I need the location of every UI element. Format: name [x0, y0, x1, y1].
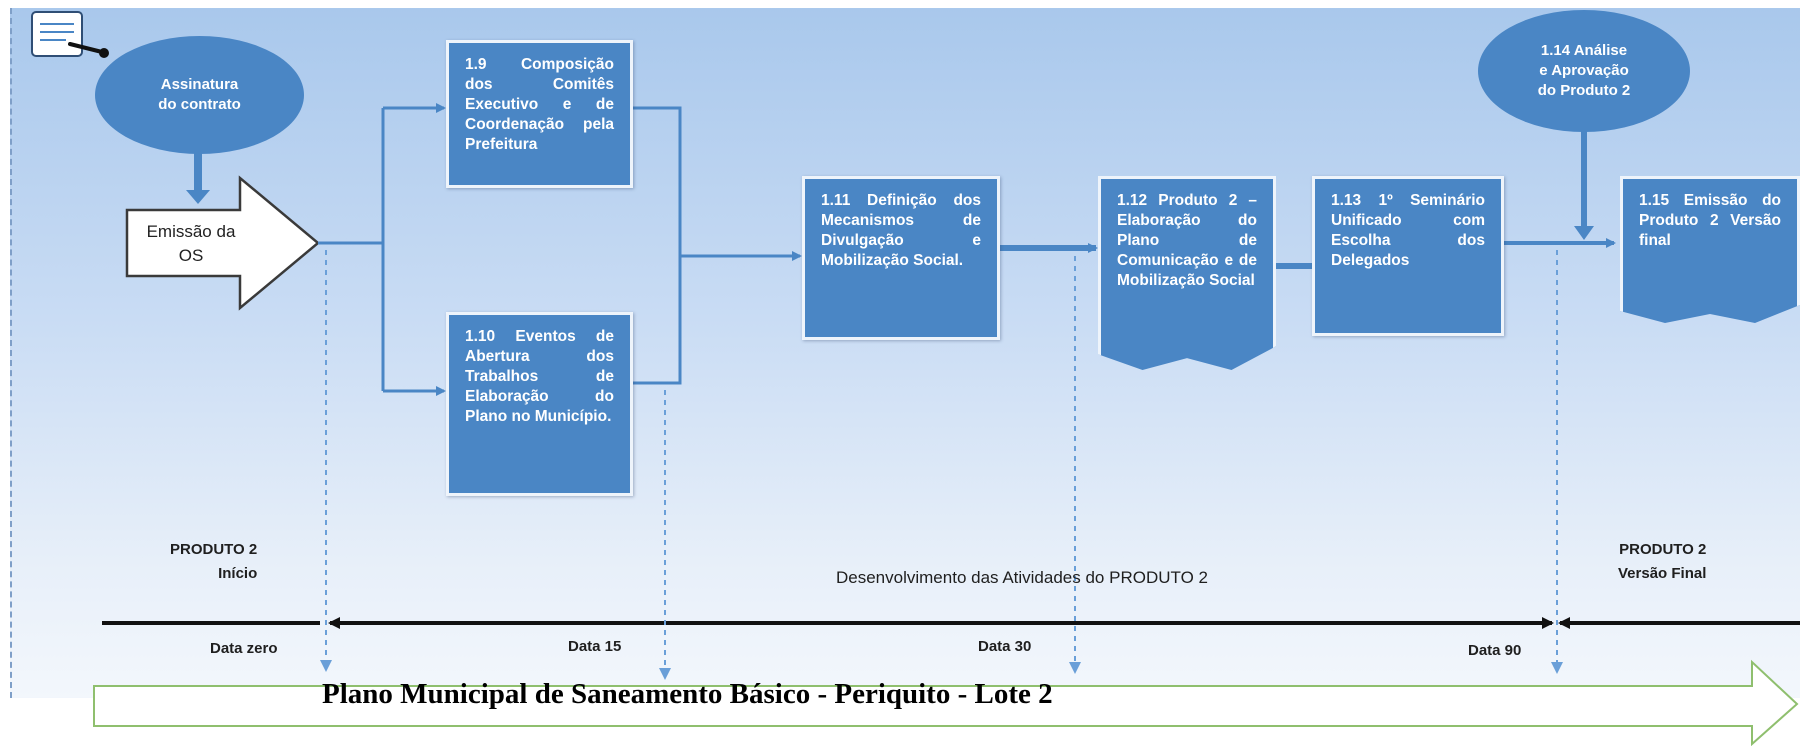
step-text: Emissão do Produto 2 Versão final	[1639, 192, 1782, 249]
step-number: 1.13	[1331, 192, 1362, 209]
step-text: Definição dos Mecanismos de Divulgação e…	[821, 192, 981, 269]
top-margin	[0, 0, 1800, 8]
connector-os-split	[318, 108, 385, 391]
step-1-15-document: 1.15 Emissão do Produto 2 Versão final	[1620, 176, 1800, 323]
connector-contract-arrowhead	[186, 190, 210, 204]
development-label: Desenvolvimento das Atividades do PRODUT…	[836, 568, 1208, 587]
step-number: 1.12	[1117, 192, 1148, 209]
date-guides	[325, 250, 1558, 670]
diagram-background	[10, 8, 1800, 698]
step-text: Produto 2 – Elaboração do Plano de Comun…	[1117, 192, 1257, 289]
date-label: Data 90	[1468, 642, 1522, 659]
step-1-13-box: 1.13 1º Seminário Unificado com Escolha …	[1312, 176, 1504, 336]
timeline-end-label: PRODUTO 2 Versão Final	[1618, 541, 1707, 582]
connector-merge	[632, 106, 800, 385]
step-1-11-box: 1.11 Definição dos Mecanismos de Divulga…	[802, 176, 1000, 340]
step-number: 1.11	[821, 192, 851, 209]
connector-1-14-arrowhead	[1574, 226, 1594, 240]
step-1-12-document: 1.12 Produto 2 – Elaboração do Plano de …	[1098, 176, 1276, 371]
banner-title: Plano Municipal de Saneamento Básico - P…	[322, 678, 1053, 710]
step-text: Composição dos Comitês Executivo e de Co…	[465, 56, 614, 153]
timeline-start-label: PRODUTO 2 Início	[170, 541, 258, 582]
review-approval-ellipse: 1.14 Análise e Aprovação do Produto 2	[1478, 10, 1690, 132]
step-number: 1.15	[1639, 192, 1670, 209]
os-arrow-label: Emissão da OS	[146, 222, 236, 265]
contract-signing-ellipse: Assinatura do contrato	[95, 36, 304, 154]
contract-signing-icon	[31, 11, 109, 58]
step-text: 1º Seminário Unificado com Escolha dos D…	[1331, 192, 1486, 269]
banner-arrow-shape	[93, 659, 1799, 746]
step-1-9-box: 1.9 Composição dos Comitês Executivo e d…	[446, 40, 633, 188]
step-text: Eventos de Abertura dos Trabalhos de Ela…	[465, 328, 614, 425]
date-label: Data 15	[568, 638, 622, 655]
os-arrow-shape	[125, 175, 320, 311]
date-label: Data 30	[978, 638, 1032, 655]
date-label: Data zero	[210, 640, 278, 657]
date-guide-arrowheads	[320, 660, 1563, 680]
step-number: 1.9	[465, 56, 487, 73]
step-number: 1.10	[465, 328, 496, 345]
step-1-10-box: 1.10 Eventos de Abertura dos Trabalhos d…	[446, 312, 633, 496]
